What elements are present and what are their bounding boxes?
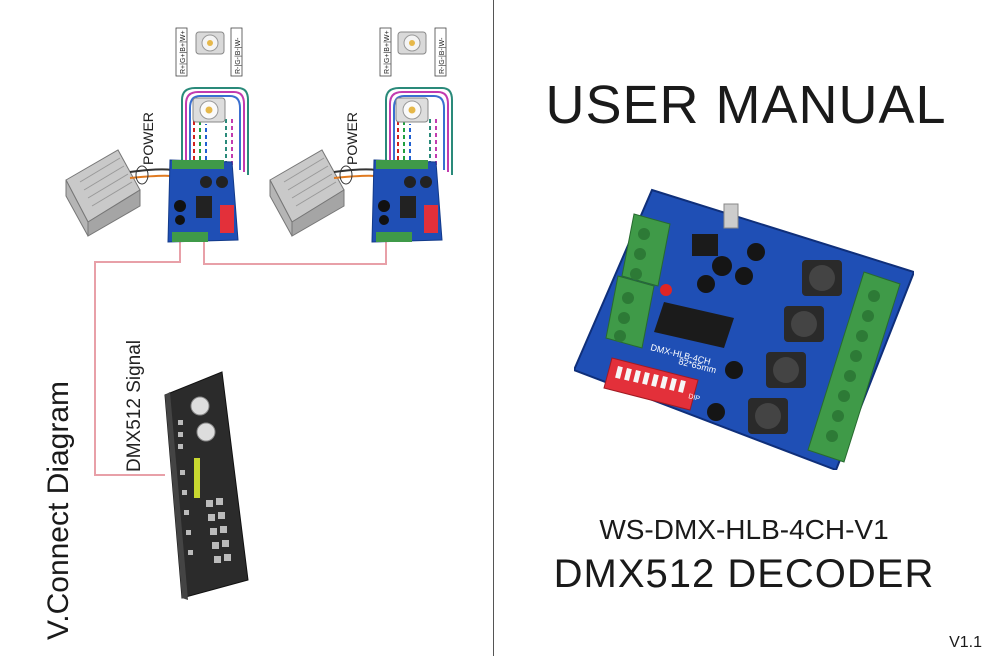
version-label: V1.1 <box>949 634 982 651</box>
led-1-icon <box>192 97 226 123</box>
led-2-icon <box>395 97 429 123</box>
right-page: USER MANUAL <box>494 0 988 656</box>
dip-label: DIP <box>688 393 701 403</box>
led-2-top-icon <box>397 31 427 55</box>
power-label-2: POWER <box>344 112 360 165</box>
dmx-signal-wires <box>94 240 387 476</box>
power-supply-2 <box>269 149 345 237</box>
left-terminal-blocks <box>605 213 671 349</box>
ic-chips <box>654 203 739 348</box>
connection-diagram: R+|G+|B+|W+ R-|G-|B-|W- R+|G+|B+|W+ R-|G… <box>65 27 453 600</box>
left-page: R+|G+|B+|W+ R-|G-|B-|W- R+|G+|B+|W+ R-|G… <box>0 0 493 656</box>
led-1-pins-negative: R-|G-|B-|W- <box>235 37 242 74</box>
decoder-board-1 <box>167 159 239 243</box>
led-2-pin-labels: R+|G+|B+|W+ R-|G-|B-|W- <box>379 27 447 77</box>
inductors <box>748 260 842 434</box>
power-supply-1 <box>65 149 141 237</box>
page-divider <box>493 0 494 656</box>
led-2-pins-negative: R-|G-|B-|W- <box>439 37 446 74</box>
led-1-top-icon <box>195 31 225 55</box>
power-label-1: POWER <box>140 112 156 165</box>
led-1-pins-positive: R+|G+|B+|W+ <box>180 30 187 74</box>
dmx-console <box>164 371 249 600</box>
dmx-signal-label: DMX512 Signal <box>124 340 145 472</box>
led-1-wiring <box>181 87 249 175</box>
led-1-pin-labels: R+|G+|B+|W+ R-|G-|B-|W- <box>175 27 243 77</box>
product-name: DMX512 DECODER <box>553 552 935 596</box>
right-terminal-strip <box>807 271 901 463</box>
decoder-board-photo: DMX-HLB-4CH 82*65mm 1 2 3 4 5 6 7 8 9 10… <box>574 188 914 470</box>
connect-diagram-title: V.Connect Diagram <box>42 380 75 640</box>
model-number: WS-DMX-HLB-4CH-V1 <box>599 514 889 545</box>
decoder-board-2 <box>371 159 443 243</box>
led-2-pins-positive: R+|G+|B+|W+ <box>384 30 391 74</box>
led-2-wiring <box>385 87 453 175</box>
manual-title: USER MANUAL <box>545 75 947 135</box>
status-led <box>660 284 672 296</box>
capacitors <box>697 243 765 421</box>
